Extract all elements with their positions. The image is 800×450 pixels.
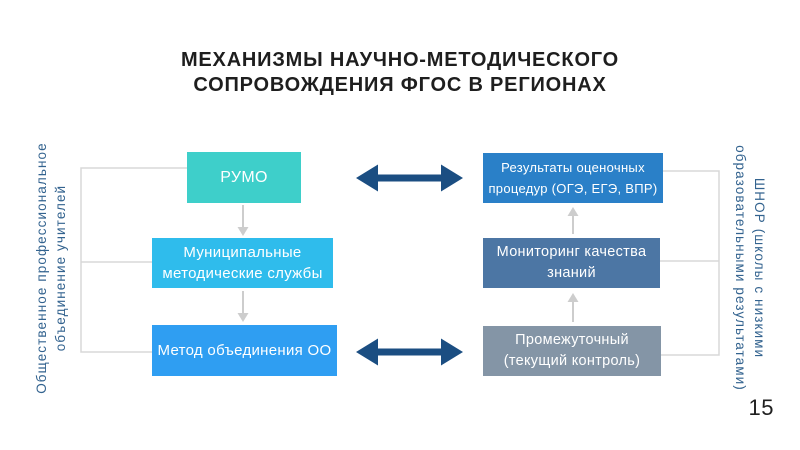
page-number: 15 xyxy=(748,395,774,420)
right-vertical-label-line2: образовательными результатами) xyxy=(733,145,748,391)
right-vertical-label-line1: ШНОР (школы с низкими xyxy=(752,177,767,359)
box-quality-monitoring: Мониторинг качества знаний xyxy=(483,238,660,288)
box-rumo-label: РУМО xyxy=(220,168,268,186)
right-vertical-label: ШНОР (школы с низкими образовательными р… xyxy=(729,88,769,448)
slide-title-line2: СОПРОВОЖДЕНИЯ ФГОС В РЕГИОНАХ xyxy=(193,74,607,96)
box-assessment-results-line2: процедур (ОГЭ, ЕГЭ, ВПР) xyxy=(488,181,658,196)
right-bracket-line xyxy=(660,170,720,356)
box-assessment-results-line1: Результаты оценочных xyxy=(501,160,645,175)
box-interim-control-line2: (текущий контроль) xyxy=(503,353,641,369)
left-vertical-label: Общественное профессиональное объединени… xyxy=(32,88,72,448)
box-quality-monitoring-line1: Мониторинг качества xyxy=(496,244,647,260)
flow-arrow-up-icon xyxy=(567,207,579,234)
box-assessment-results: Результаты оценочных процедур (ОГЭ, ЕГЭ,… xyxy=(483,153,663,203)
left-vertical-label-line1: Общественное профессиональное xyxy=(34,142,49,394)
box-municipal-services-line1: Муниципальные xyxy=(183,244,302,261)
box-municipal-services: Муниципальные методические службы xyxy=(152,238,333,288)
flow-arrow-up-icon xyxy=(567,293,579,322)
box-rumo: РУМО xyxy=(187,152,301,203)
slide-title-line1: МЕХАНИЗМЫ НАУЧНО-МЕТОДИЧЕСКОГО xyxy=(180,49,620,71)
box-method-association-label: Метод объединения ОО xyxy=(157,341,332,359)
box-quality-monitoring-line2: знаний xyxy=(547,265,596,281)
box-interim-control-line1: Промежуточный xyxy=(515,332,629,348)
slide-title: МЕХАНИЗМЫ НАУЧНО-МЕТОДИЧЕСКОГО СОПРОВОЖД… xyxy=(0,48,800,98)
box-method-association: Метод объединения ОО xyxy=(152,325,337,376)
double-arrow-icon xyxy=(356,164,463,192)
box-interim-control: Промежуточный (текущий контроль) xyxy=(483,326,661,376)
flow-arrow-down-icon xyxy=(237,205,249,236)
box-municipal-services-line2: методические службы xyxy=(162,265,323,282)
double-arrow-icon xyxy=(356,338,463,366)
left-vertical-label-line2: объединение учителей xyxy=(53,184,68,352)
flow-arrow-down-icon xyxy=(237,291,249,322)
